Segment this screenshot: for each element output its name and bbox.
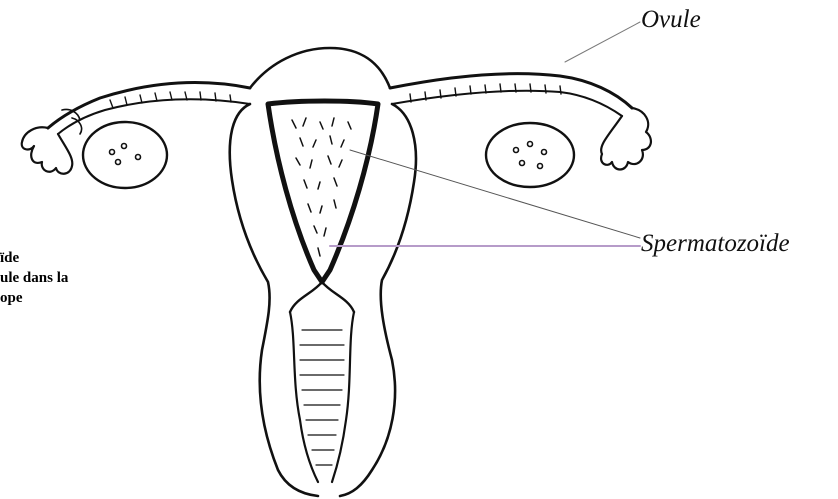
caption-line-2: ule dans la <box>0 268 68 288</box>
uterus-outer-wall <box>230 104 318 496</box>
right-ovary-follicles <box>514 142 547 169</box>
sperm-pointer-line <box>350 150 640 238</box>
left-ovary <box>83 122 167 188</box>
cervix <box>290 282 354 312</box>
left-fimbriae <box>22 127 73 173</box>
right-ovary <box>486 123 574 187</box>
caption-fragment: ïde ule dans la ope <box>0 248 68 308</box>
caption-line-3: ope <box>0 288 68 308</box>
caption-line-1: ïde <box>0 248 68 268</box>
right-fimbriae <box>601 108 651 170</box>
vaginal-canal-left <box>290 312 318 482</box>
right-fallopian-tube-inner <box>392 91 622 116</box>
left-ovary-follicles <box>110 144 141 165</box>
spermatozoide-label: Spermatozoïde <box>641 230 790 258</box>
ovule-pointer-line <box>565 22 640 62</box>
uterus-outer-wall-right <box>340 104 416 496</box>
uterus-fundus <box>250 48 390 88</box>
right-tube-hatch <box>410 84 561 102</box>
vaginal-rugae <box>300 330 344 465</box>
ovule-label: Ovule <box>641 6 701 34</box>
vaginal-canal-right <box>332 312 354 482</box>
